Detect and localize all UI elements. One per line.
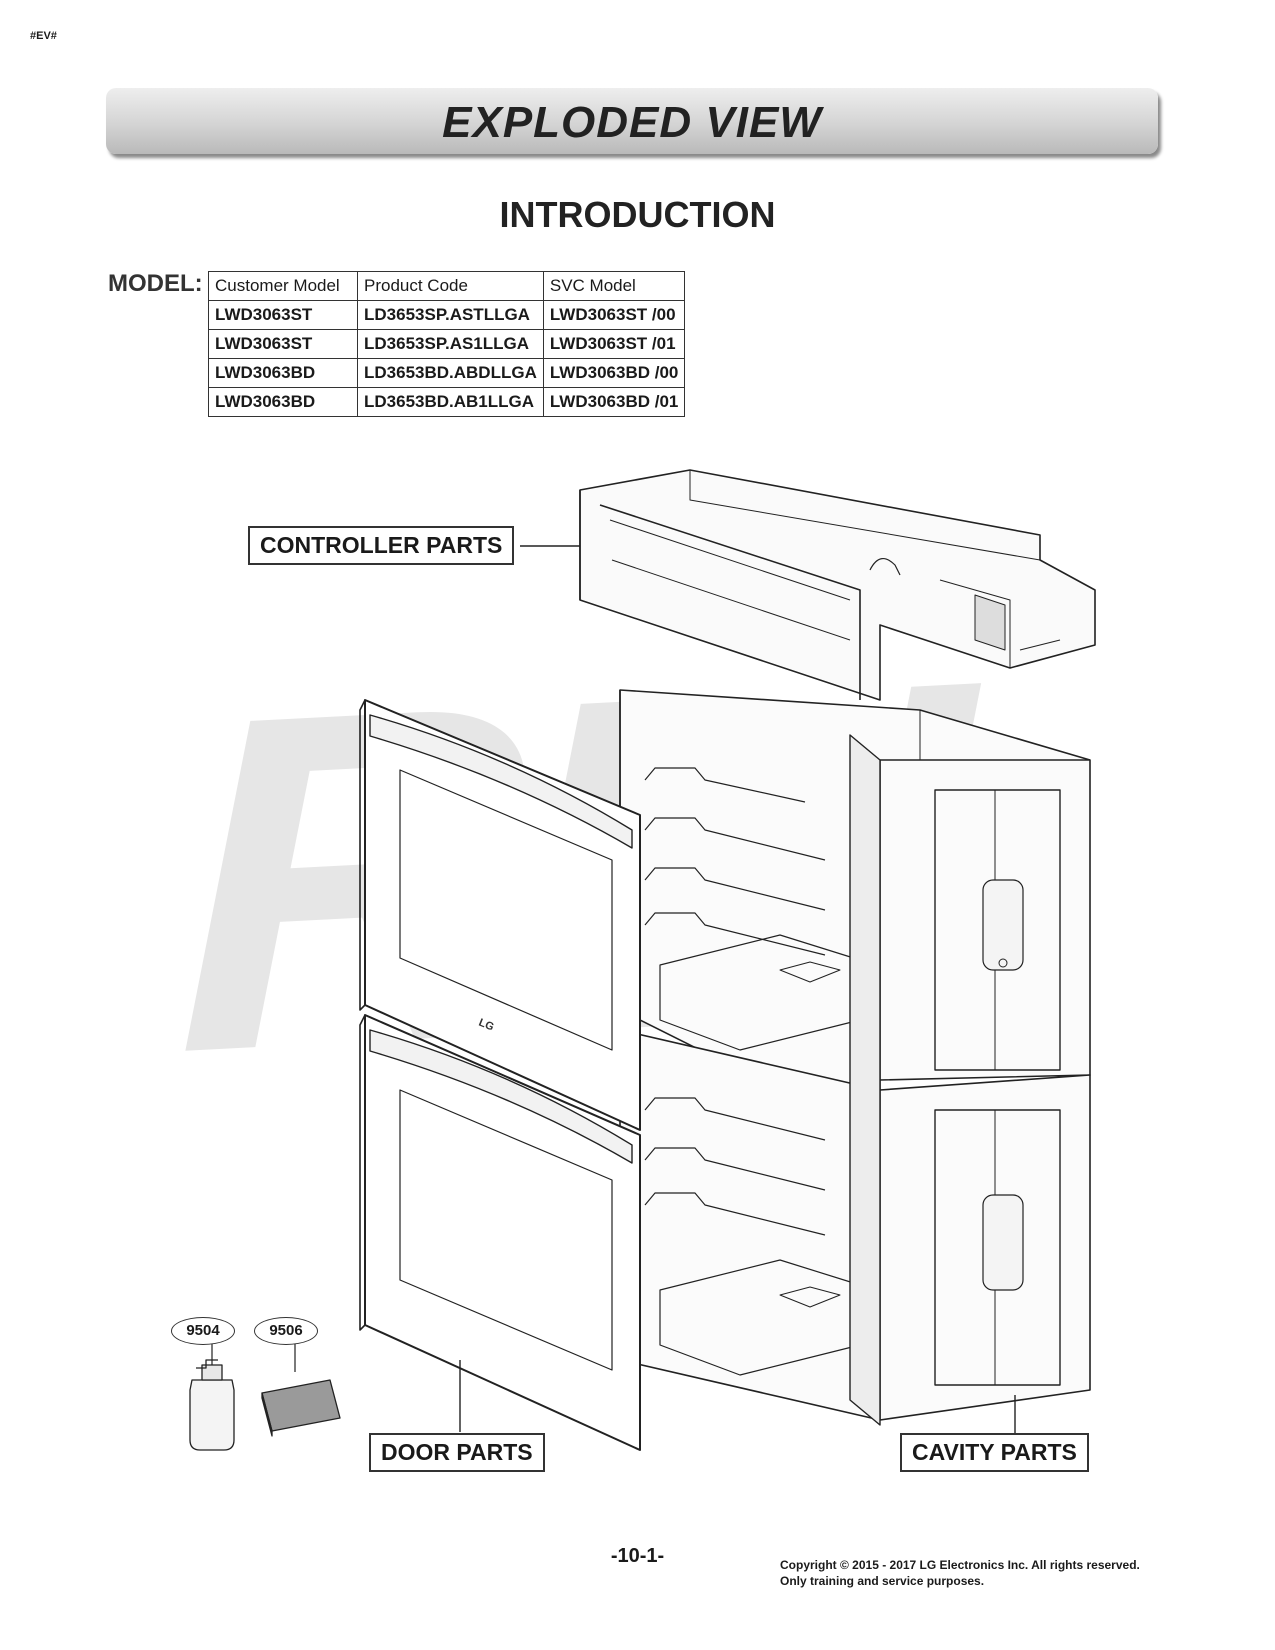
table-cell: LWD3063BD [208,358,358,388]
table-row: LWD3063BD LD3653BD.AB1LLGA LWD3063BD /01 [208,387,686,417]
table-cell: LD3653BD.AB1LLGA [357,387,544,417]
table-cell: LWD3063ST /00 [542,300,686,330]
copyright-notice: Copyright © 2015 - 2017 LG Electronics I… [780,1557,1140,1589]
section-subtitle: INTRODUCTION [499,194,776,235]
page-number: -10-1- [610,1545,665,1567]
table-row: LWD3063ST LD3653SP.ASTLLGA LWD3063ST /00 [208,300,686,330]
copyright-line: Only training and service purposes. [780,1574,985,1588]
controller-parts-label: CONTROLLER PARTS [248,526,515,565]
door-parts-label: DOOR PARTS [369,1433,545,1472]
table-cell: LWD3063BD /01 [542,387,686,417]
lower-door [359,1014,641,1451]
controller-assembly [579,469,1096,701]
table-cell: LWD3063ST /01 [542,329,686,359]
part-callout-9506: 9506 [254,1317,318,1345]
title-banner: EXPLODED VIEW [106,88,1158,154]
spray-bottle-icon [189,1359,235,1451]
table-cell: LWD3063BD [208,387,358,417]
column-header: Product Code [357,271,544,301]
cleaning-pad-icon [261,1379,341,1437]
model-table: Customer Model Product Code SVC Model LW… [208,271,686,417]
copyright-line: Copyright © 2015 - 2017 LG Electronics I… [780,1558,1140,1572]
model-label: MODEL: [108,270,203,297]
column-header: Customer Model [208,271,358,301]
document-tag: #EV# [30,30,57,42]
table-cell: LWD3063BD /00 [542,358,686,388]
table-cell: LD3653SP.ASTLLGA [357,300,544,330]
cavity-parts-label: CAVITY PARTS [900,1433,1089,1472]
upper-door [359,699,641,1131]
page-title: EXPLODED VIEW [442,98,822,147]
table-cell: LD3653SP.AS1LLGA [357,329,544,359]
part-callout-9504: 9504 [171,1317,235,1345]
table-header-row: Customer Model Product Code SVC Model [208,271,686,301]
door-logo: LG [477,1017,496,1034]
